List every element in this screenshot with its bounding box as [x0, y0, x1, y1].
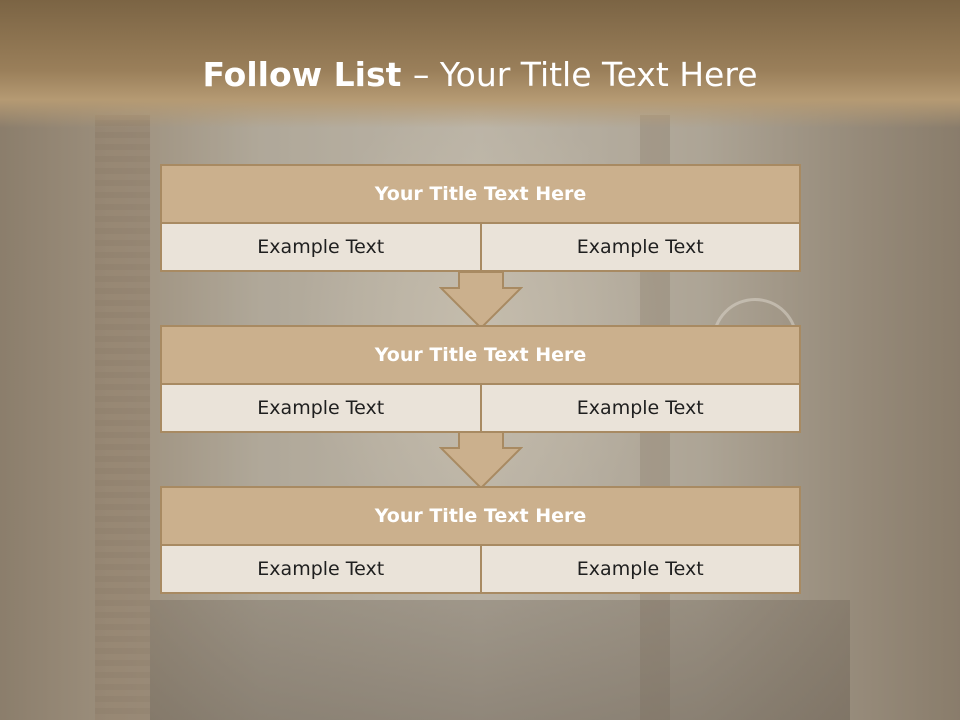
background-belt — [150, 600, 850, 720]
down-arrow-icon — [439, 272, 523, 330]
block-cell-right[interactable]: Example Text — [479, 546, 799, 592]
down-arrow-icon — [439, 432, 523, 490]
list-block-3[interactable]: Your Title Text Here Example Text Exampl… — [160, 486, 801, 594]
block-title[interactable]: Your Title Text Here — [162, 166, 799, 224]
block-row: Example Text Example Text — [162, 546, 799, 592]
slide-title-rest: – Your Title Text Here — [412, 55, 758, 94]
slide-title-bold: Follow List — [202, 55, 413, 94]
block-title[interactable]: Your Title Text Here — [162, 488, 799, 546]
block-title[interactable]: Your Title Text Here — [162, 327, 799, 385]
block-row: Example Text Example Text — [162, 385, 799, 431]
list-block-2[interactable]: Your Title Text Here Example Text Exampl… — [160, 325, 801, 433]
header-band — [0, 0, 960, 128]
block-cell-left[interactable]: Example Text — [162, 385, 480, 431]
list-block-1[interactable]: Your Title Text Here Example Text Exampl… — [160, 164, 801, 272]
block-row: Example Text Example Text — [162, 224, 799, 270]
block-cell-left[interactable]: Example Text — [162, 224, 480, 270]
background-strap-left — [95, 115, 150, 720]
block-cell-right[interactable]: Example Text — [479, 385, 799, 431]
block-cell-right[interactable]: Example Text — [479, 224, 799, 270]
slide-title[interactable]: Follow List – Your Title Text Here — [0, 52, 960, 98]
block-cell-left[interactable]: Example Text — [162, 546, 480, 592]
